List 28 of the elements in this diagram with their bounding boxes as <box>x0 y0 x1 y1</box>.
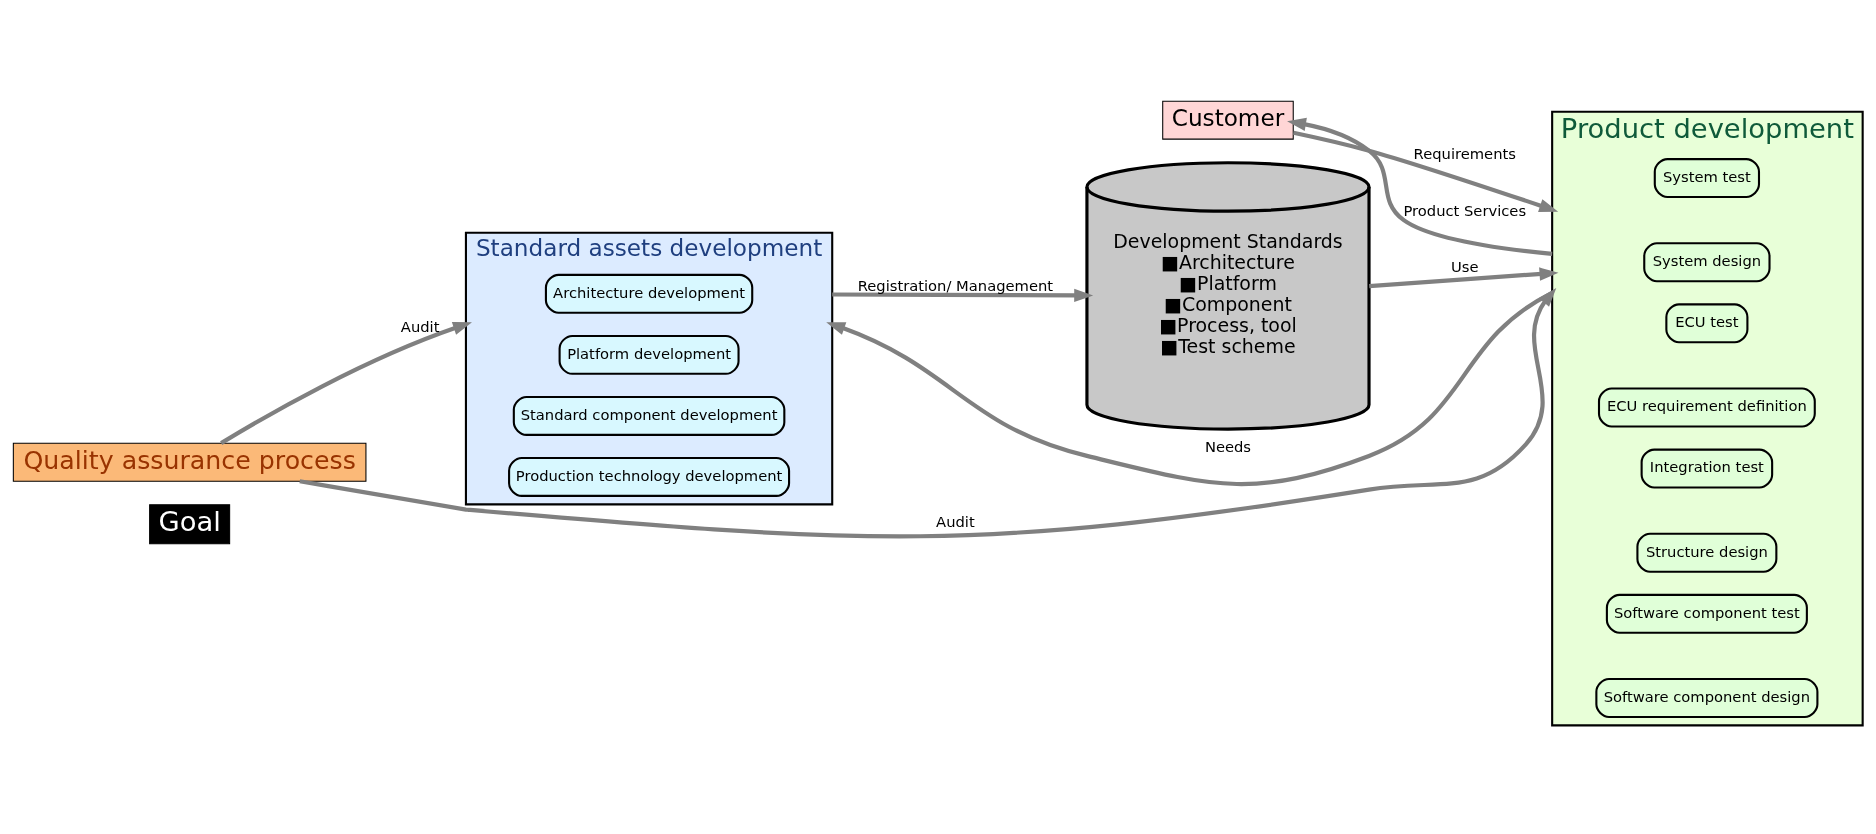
node-box: ECU test <box>1665 302 1749 343</box>
arrow <box>220 321 472 445</box>
node-box: System test <box>1653 157 1761 198</box>
arrow <box>299 287 1557 538</box>
node-box: Production technology development <box>508 456 791 497</box>
node-box: Structure design <box>1636 532 1778 573</box>
node-box: Platform development <box>558 334 740 375</box>
edge-label: Needs <box>1204 437 1252 455</box>
edge-label: Product Services <box>1403 201 1527 219</box>
node-box: Software component test <box>1605 593 1808 634</box>
node-box: Goal <box>149 503 231 544</box>
node-box: ECU requirement definition <box>1597 387 1816 427</box>
node-box: Quality assurance process <box>12 442 367 482</box>
node-box: System design <box>1643 241 1771 282</box>
edge-label: Requirements <box>1413 144 1516 162</box>
node-box: Integration test <box>1640 448 1774 489</box>
arrow <box>1287 117 1553 256</box>
node-box: Architecture development <box>544 273 754 314</box>
edge-label: Registration/ Management <box>857 276 1054 294</box>
edge-label: Audit <box>936 512 975 530</box>
arrow <box>1369 266 1559 288</box>
node-box: Software component design <box>1595 677 1819 718</box>
arrow <box>1293 130 1559 212</box>
edge-label: Audit <box>400 317 440 335</box>
edge-label: Use <box>1451 257 1479 275</box>
node-box: Customer <box>1162 100 1294 140</box>
node-box: Standard component development <box>512 395 786 436</box>
arrow <box>832 288 1094 302</box>
